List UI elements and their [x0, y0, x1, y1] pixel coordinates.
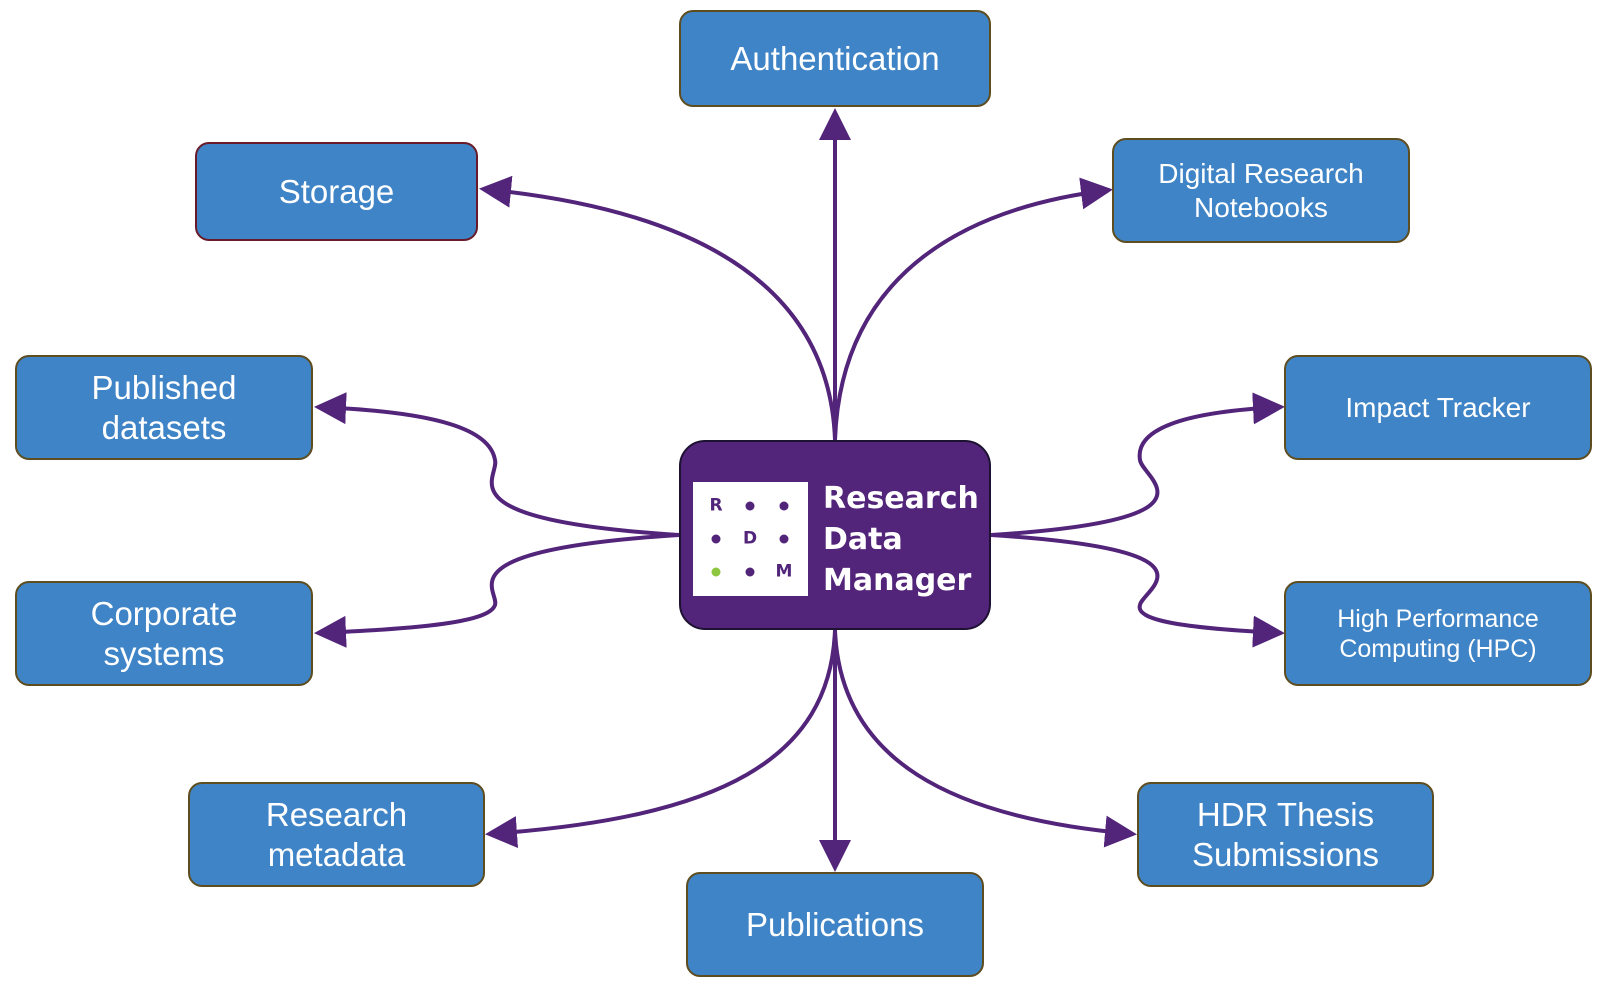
node-digital-research-notebooks[interactable]: Digital Research Notebooks: [1112, 138, 1410, 243]
edge-layer: [314, 108, 1285, 872]
hub-research-data-manager[interactable]: R D M Research Data Manager: [679, 440, 991, 630]
connector-storage: [479, 175, 837, 441]
node-storage[interactable]: Storage: [195, 142, 478, 241]
connector-corporate-systems: [314, 533, 680, 648]
logo-dot-green: [711, 567, 721, 577]
logo-dot: [711, 534, 721, 544]
connector-published-datasets: [314, 392, 680, 537]
node-impact-tracker[interactable]: Impact Tracker: [1284, 355, 1592, 460]
connector-digital-research-notebooks: [833, 177, 1113, 441]
connector-impact-tracker: [990, 392, 1285, 537]
node-hdr-thesis-submissions[interactable]: HDR Thesis Submissions: [1137, 782, 1434, 887]
logo-letter-m: M: [775, 561, 793, 582]
logo-dot: [745, 567, 755, 577]
node-hpc[interactable]: High Performance Computing (HPC): [1284, 581, 1592, 686]
node-corporate-systems[interactable]: Corporate systems: [15, 581, 313, 686]
logo-dot: [745, 501, 755, 511]
logo-dot: [779, 501, 789, 511]
hub-title: Research Data Manager: [823, 481, 979, 598]
rdm-logo: R D M: [693, 482, 808, 596]
logo-dot: [779, 534, 789, 544]
node-publications[interactable]: Publications: [686, 872, 984, 977]
connector-hdr-thesis-submissions: [833, 629, 1137, 848]
node-authentication[interactable]: Authentication: [679, 10, 991, 107]
connector-hpc: [990, 533, 1285, 648]
node-research-metadata[interactable]: Research metadata: [188, 782, 485, 887]
logo-letter-r: R: [709, 495, 723, 516]
connector-research-metadata: [485, 629, 837, 849]
node-published-datasets[interactable]: Published datasets: [15, 355, 313, 460]
logo-letter-d: D: [742, 528, 758, 549]
